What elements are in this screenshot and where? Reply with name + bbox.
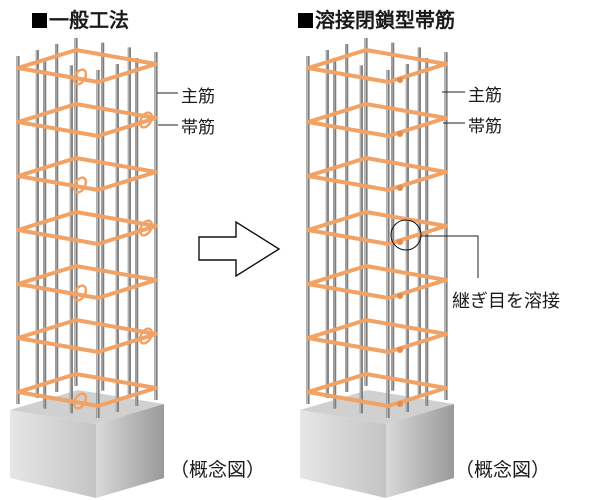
right-panel-title: 溶接閉鎖型帯筋 — [298, 4, 455, 33]
label-main-rebar-right: 主筋 — [468, 86, 502, 106]
square-bullet-icon — [298, 13, 313, 28]
label-weld-note: 継ぎ目を溶接 — [452, 291, 560, 312]
left-column-illustration — [10, 38, 164, 498]
hoop-hook — [72, 68, 88, 86]
hoop-hook — [138, 219, 154, 237]
weld-bead — [397, 347, 403, 353]
hoop-hook — [138, 327, 154, 345]
hoop-hook — [138, 111, 154, 129]
caption-right: （概念図） — [455, 459, 551, 481]
hoop-ring — [306, 210, 448, 246]
hoop-ring — [16, 264, 158, 300]
hoop-ring — [16, 210, 158, 246]
weld-bead — [397, 185, 403, 191]
square-bullet-icon — [32, 13, 47, 28]
right-column-illustration — [300, 38, 454, 498]
weld-bead — [397, 131, 403, 137]
hoop-ring — [16, 318, 158, 354]
leader-weld — [421, 235, 479, 278]
hoop-ring — [16, 48, 158, 84]
hoop-hook — [72, 284, 88, 302]
hoop-ring — [306, 102, 448, 138]
concrete-base-right-face — [386, 404, 454, 498]
caption-left: （概念図） — [170, 459, 266, 481]
hoop-ring — [306, 48, 448, 84]
weld-bead — [397, 239, 403, 245]
label-main-rebar-left: 主筋 — [181, 87, 215, 107]
hoop-ring — [306, 318, 448, 354]
right-arrow-icon — [198, 220, 281, 278]
weld-bead — [397, 293, 403, 299]
weld-bead — [397, 401, 403, 407]
concrete-base-left-face — [10, 410, 96, 498]
weld-highlight-circle — [390, 219, 422, 251]
hoop-hook — [72, 392, 88, 410]
right-title-text: 溶接閉鎖型帯筋 — [315, 8, 455, 32]
hoop-ring — [306, 156, 448, 192]
concrete-base-left-face — [300, 410, 386, 498]
hoop-ring — [306, 372, 448, 408]
hoop-hook — [72, 176, 88, 194]
label-hoop-left: 帯筋 — [181, 118, 215, 138]
hoop-ring — [306, 264, 448, 300]
concrete-base-right-face — [96, 404, 164, 498]
left-title-text: 一般工法 — [49, 8, 129, 32]
weld-bead — [397, 77, 403, 83]
hoop-ring — [16, 102, 158, 138]
label-hoop-right: 帯筋 — [468, 117, 502, 137]
left-panel-title: 一般工法 — [32, 4, 129, 33]
hoop-ring — [16, 156, 158, 192]
hoop-ring — [16, 372, 158, 408]
